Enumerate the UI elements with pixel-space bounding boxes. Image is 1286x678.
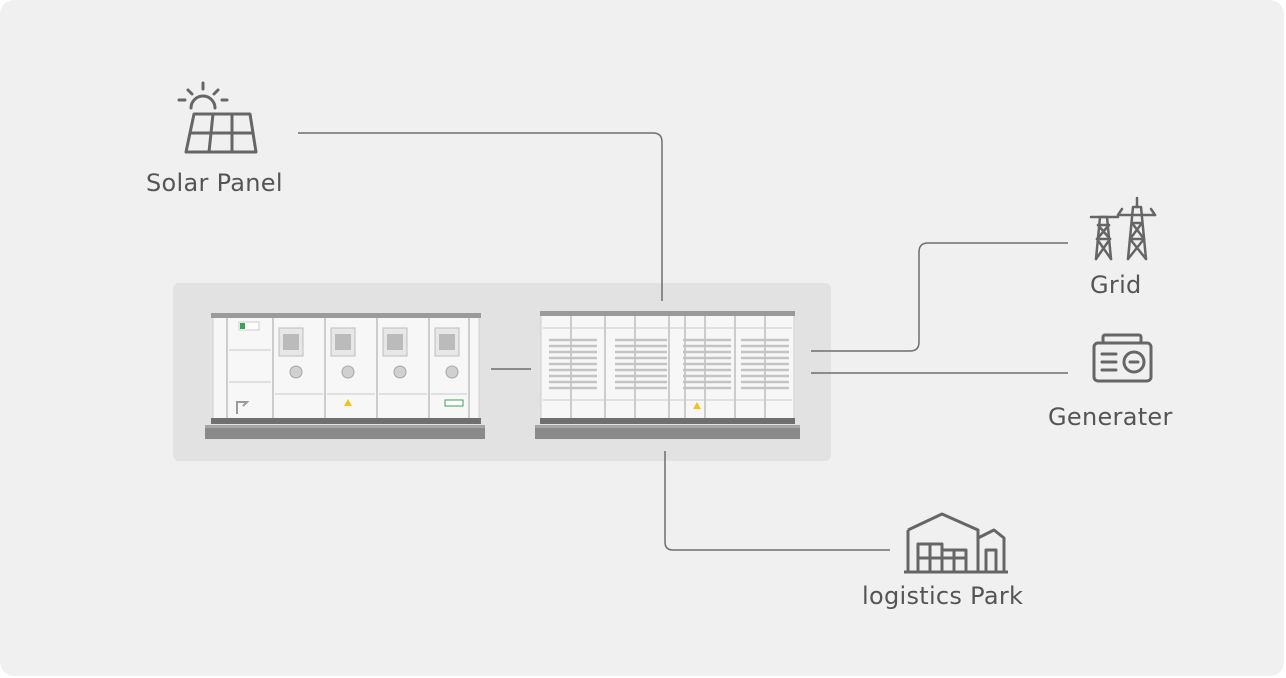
grid-label: Grid	[1090, 271, 1142, 299]
grid-connector	[811, 242, 1068, 352]
generator-label: Generater	[1048, 403, 1173, 431]
logistics-park-label: logistics Park	[862, 582, 1024, 610]
solar-connector	[298, 132, 663, 301]
solar-panel-icon	[177, 81, 258, 154]
park-connector	[664, 451, 890, 551]
battery-container	[535, 311, 800, 439]
solar-panel-label: Solar Panel	[146, 169, 283, 197]
power-tower-icon	[1089, 196, 1157, 261]
pcs-cabinet	[205, 313, 485, 439]
generator-icon	[1092, 333, 1153, 383]
warehouse-icon	[904, 512, 1008, 574]
